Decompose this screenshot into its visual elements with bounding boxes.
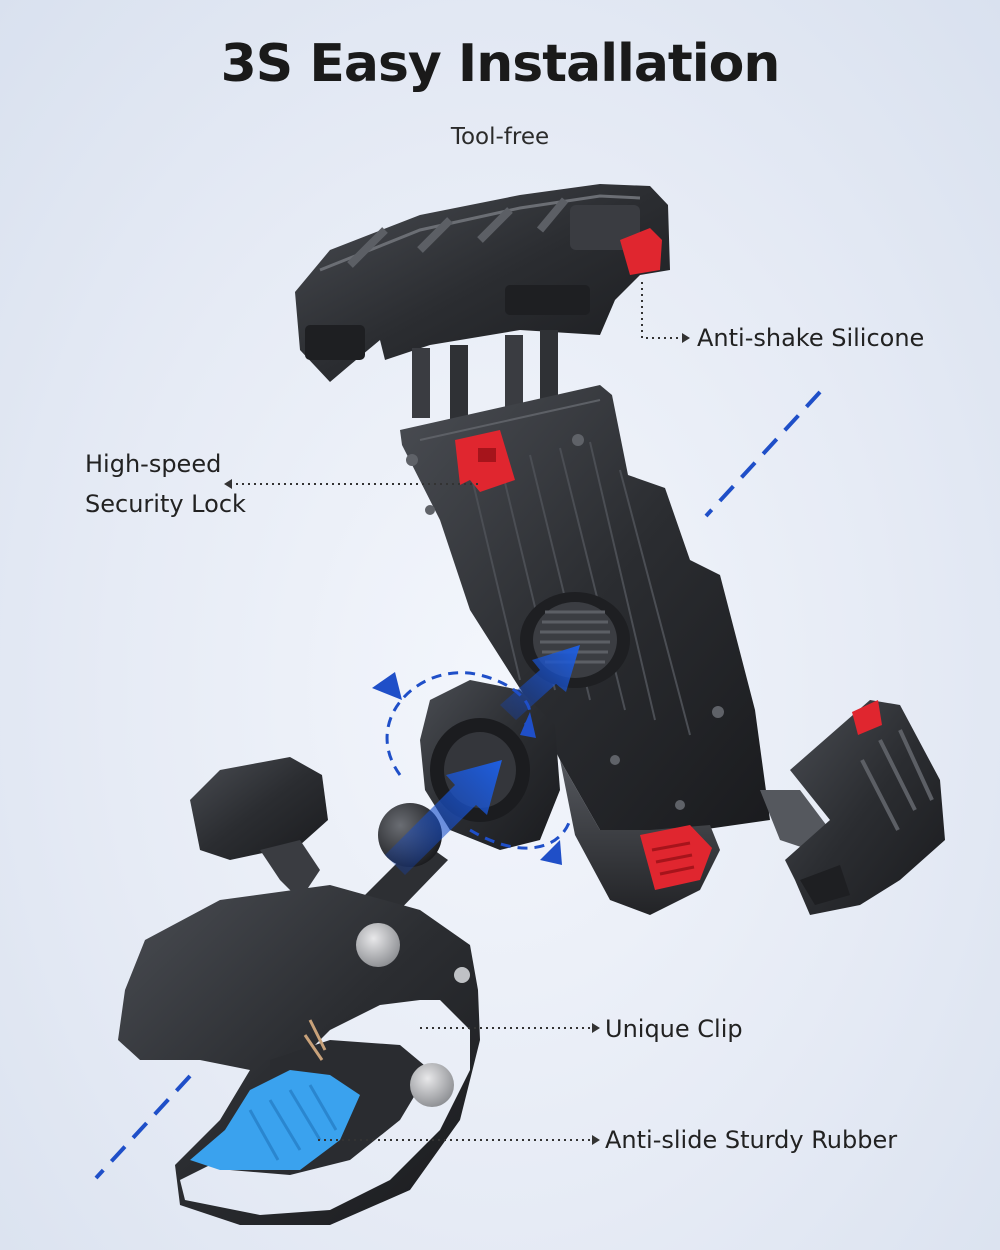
security-lock-icon xyxy=(455,430,515,492)
page-subtitle: Tool-free xyxy=(450,124,550,150)
leader-arrowheads xyxy=(224,333,690,1145)
top-grip xyxy=(295,184,670,382)
callout-lock-line1: High-speed xyxy=(85,450,222,478)
callout-lock-line2: Security Lock xyxy=(85,490,246,518)
callout-anti-shake: Anti-shake Silicone xyxy=(697,324,925,352)
bar-clamp xyxy=(118,757,480,1225)
grip-rails xyxy=(412,330,558,420)
leader-lines xyxy=(232,282,682,1141)
axis-line-lower xyxy=(94,1074,192,1180)
callout-unique-clip: Unique Clip xyxy=(605,1015,743,1043)
insert-arrow-lower-icon xyxy=(385,760,502,875)
axis-line-upper xyxy=(704,390,822,518)
insert-arrow-upper-icon xyxy=(500,645,580,720)
rotate-arrow-icon xyxy=(372,671,572,865)
callout-rubber: Anti-slide Sturdy Rubber xyxy=(605,1126,898,1154)
right-grip xyxy=(760,700,945,915)
bottom-left-grip xyxy=(560,760,720,915)
page-title: 3S Easy Installation xyxy=(220,34,781,94)
